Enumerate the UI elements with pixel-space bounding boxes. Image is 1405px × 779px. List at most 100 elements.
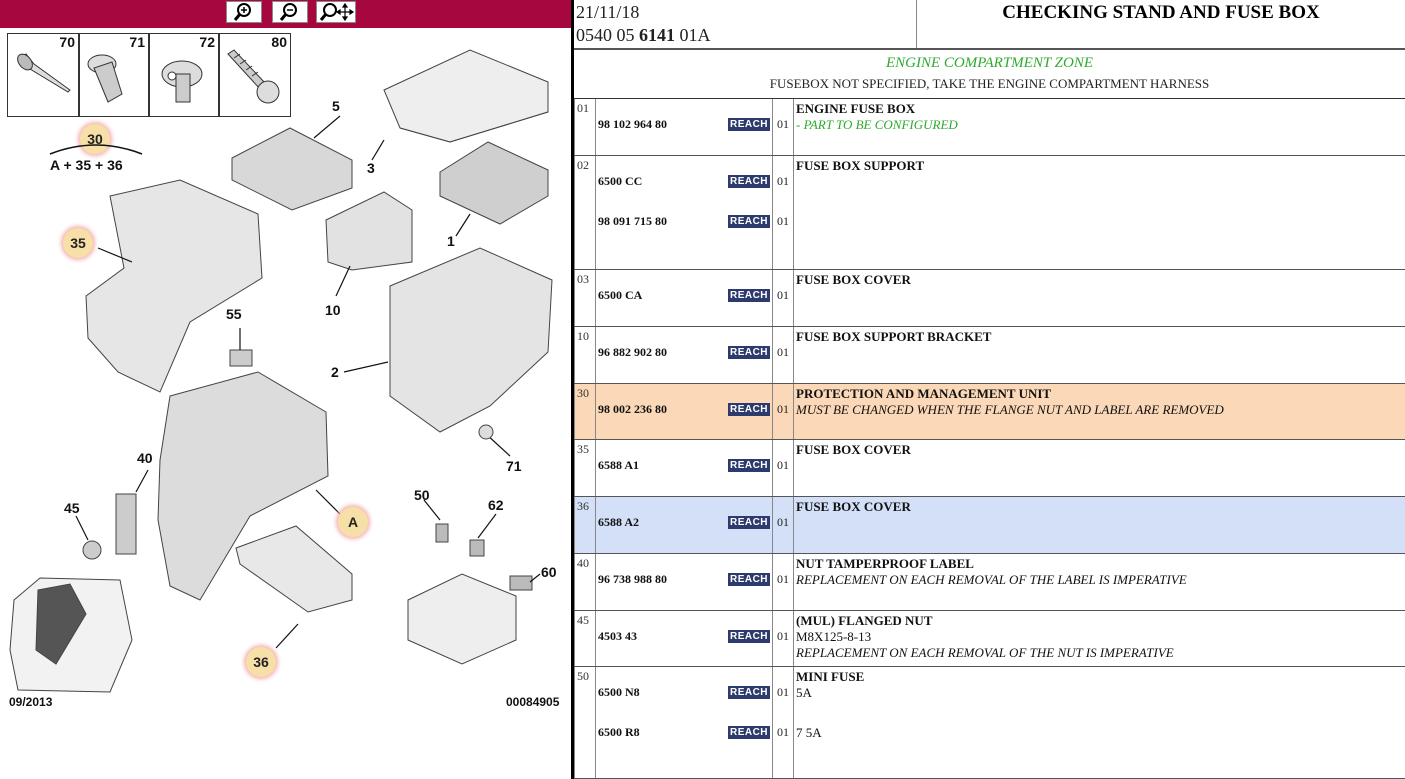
part-label-2[interactable]: 2 — [331, 364, 339, 380]
reach-badge[interactable]: REACH — [728, 403, 770, 416]
reach-badge[interactable]: REACH — [728, 175, 770, 188]
diagram-date: 09/2013 — [9, 695, 53, 709]
table-row[interactable]: 01 98 102 964 80 REACH 01 ENGINE FUSE BOX- P… — [574, 99, 1405, 156]
cell-border — [772, 156, 773, 269]
part-number[interactable]: 6588 A2 — [598, 515, 640, 529]
plug-icon — [87, 54, 123, 103]
part-number[interactable]: 98 102 964 80 — [598, 117, 667, 131]
part-label-5[interactable]: 5 — [332, 98, 340, 114]
part-label-45[interactable]: 45 — [64, 500, 80, 516]
cell-border — [793, 384, 794, 439]
cell-border — [574, 554, 575, 610]
reach-badge[interactable]: REACH — [728, 215, 770, 228]
fastener-number: 80 — [271, 34, 287, 50]
cell-border — [793, 497, 794, 553]
part-number[interactable]: 96 882 902 80 — [598, 345, 667, 359]
part-title: FUSE BOX COVER — [796, 272, 911, 287]
zoom-in-button[interactable] — [226, 1, 262, 23]
cell-border — [793, 440, 794, 496]
part-note: - PART TO BE CONFIGURED — [796, 117, 958, 132]
part-number[interactable]: 6500 R8 — [598, 725, 640, 739]
part-quantity: 01 — [777, 117, 789, 131]
part-note: MUST BE CHANGED WHEN THE FLANGE NUT AND … — [796, 402, 1224, 417]
reach-badge[interactable]: REACH — [728, 459, 770, 472]
part-number[interactable]: 96 738 988 80 — [598, 572, 667, 586]
part-circle-A[interactable]: A — [338, 507, 368, 537]
part-number[interactable]: 4503 43 — [598, 629, 637, 643]
row-number: 35 — [577, 442, 589, 456]
cell-border — [772, 384, 773, 439]
part-number[interactable]: 98 091 715 80 — [598, 214, 667, 228]
group-label-30[interactable]: 30 — [80, 124, 110, 154]
part-label-55[interactable]: 55 — [226, 306, 242, 322]
cell-border — [772, 270, 773, 326]
part-title: FUSE BOX COVER — [796, 442, 911, 457]
zoom-pan-button[interactable] — [316, 1, 356, 23]
part-quantity: 01 — [777, 629, 789, 643]
row-number: 01 — [577, 101, 589, 115]
reach-badge[interactable]: REACH — [728, 289, 770, 302]
exploded-parts-drawing — [9, 49, 553, 693]
cell-border — [595, 497, 596, 553]
part-label-40[interactable]: 40 — [137, 450, 153, 466]
cell-border — [772, 440, 773, 496]
part-circle-35[interactable]: 35 — [63, 228, 93, 258]
part-quantity: 01 — [777, 572, 789, 586]
reach-badge[interactable]: REACH — [728, 726, 770, 739]
header-date: 21/11/18 — [576, 2, 640, 22]
part-note: REPLACEMENT ON EACH REMOVAL OF THE NUT I… — [796, 645, 1174, 660]
part-quantity: 01 — [777, 685, 789, 699]
part-number[interactable]: 6500 N8 — [598, 685, 640, 699]
reach-badge[interactable]: REACH — [728, 573, 770, 586]
diagram-toolbar — [0, 0, 571, 28]
part-number[interactable]: 98 002 236 80 — [598, 402, 667, 416]
row-number: 10 — [577, 329, 589, 343]
cell-border — [595, 384, 596, 439]
part-label-50[interactable]: 50 — [414, 487, 430, 503]
cell-border — [772, 554, 773, 610]
part-label-10[interactable]: 10 — [325, 302, 341, 318]
cell-border — [793, 270, 794, 326]
reach-badge[interactable]: REACH — [728, 686, 770, 699]
cell-border — [595, 156, 596, 269]
cell-border — [595, 667, 596, 778]
part-description: ENGINE FUSE BOX- PART TO BE CONFIGURED — [796, 101, 958, 133]
part-label-1[interactable]: 1 — [447, 233, 455, 249]
part-variant: 7 5A — [796, 725, 822, 740]
cell-border — [574, 611, 575, 666]
cell-border — [772, 497, 773, 553]
reach-badge[interactable]: REACH — [728, 630, 770, 643]
part-description: FUSE BOX SUPPORT — [796, 158, 924, 174]
part-circle-36[interactable]: 36 — [246, 647, 276, 677]
part-quantity: 01 — [777, 725, 789, 739]
reach-badge[interactable]: REACH — [728, 118, 770, 131]
part-label-71[interactable]: 71 — [506, 458, 522, 474]
part-number[interactable]: 6500 CA — [598, 288, 643, 302]
cell-border — [574, 440, 575, 496]
part-number[interactable]: 6588 A1 — [598, 458, 640, 472]
part-number[interactable]: 6500 CC — [598, 174, 643, 188]
diagram-ref: 00084905 — [506, 695, 560, 709]
reach-badge[interactable]: REACH — [728, 516, 770, 529]
part-quantity: 01 — [777, 174, 789, 188]
zoom-out-button[interactable] — [272, 1, 308, 23]
zone-title: ENGINE COMPARTMENT ZONE — [886, 55, 1093, 71]
part-label-62[interactable]: 62 — [488, 497, 504, 513]
part-description: FUSE BOX SUPPORT BRACKET — [796, 329, 991, 345]
part-label-60[interactable]: 60 — [541, 564, 557, 580]
fastener-box-71: 71 — [79, 33, 149, 117]
reach-badge[interactable]: REACH — [728, 346, 770, 359]
part-title: FUSE BOX SUPPORT BRACKET — [796, 329, 992, 344]
part-label-3[interactable]: 3 — [367, 160, 375, 176]
fastener-box-72: 72 — [149, 33, 219, 117]
